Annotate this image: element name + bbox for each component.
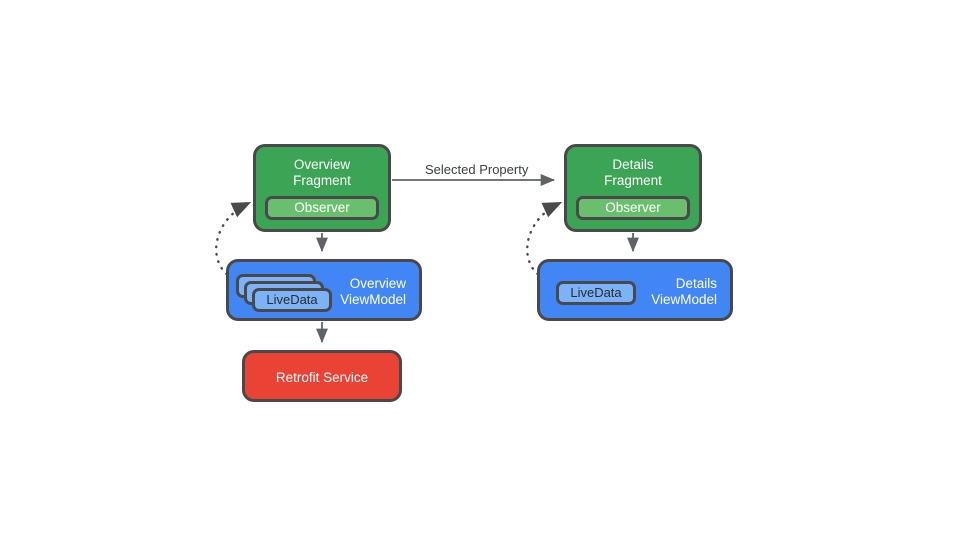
overview-livedata-label: LiveData: [266, 292, 318, 308]
overview-viewmodel-label: Overview ViewModel: [340, 276, 406, 307]
details-livedata-chip[interactable]: LiveData: [556, 281, 636, 305]
edge-label-selected-property: Selected Property: [425, 162, 529, 177]
overview-livedata-chip-front[interactable]: LiveData: [252, 288, 332, 312]
details-livedata-label: LiveData: [570, 285, 622, 301]
node-details-viewmodel[interactable]: Details ViewModel LiveData: [537, 259, 733, 321]
node-overview-fragment[interactable]: Overview Fragment Observer: [253, 144, 391, 232]
details-observer-label: Observer: [605, 200, 661, 216]
details-observer-chip[interactable]: Observer: [576, 196, 690, 220]
retrofit-service-label: Retrofit Service: [275, 370, 369, 385]
details-fragment-label: Details Fragment: [604, 157, 662, 188]
node-details-fragment[interactable]: Details Fragment Observer: [564, 144, 702, 232]
overview-fragment-label: Overview Fragment: [293, 157, 351, 188]
overview-observer-chip[interactable]: Observer: [265, 196, 379, 220]
overview-observer-label: Observer: [294, 200, 350, 216]
node-overview-viewmodel[interactable]: Overview ViewModel LiveData: [226, 259, 422, 321]
details-viewmodel-label: Details ViewModel: [651, 276, 717, 307]
node-retrofit-service[interactable]: Retrofit Service: [242, 350, 402, 402]
